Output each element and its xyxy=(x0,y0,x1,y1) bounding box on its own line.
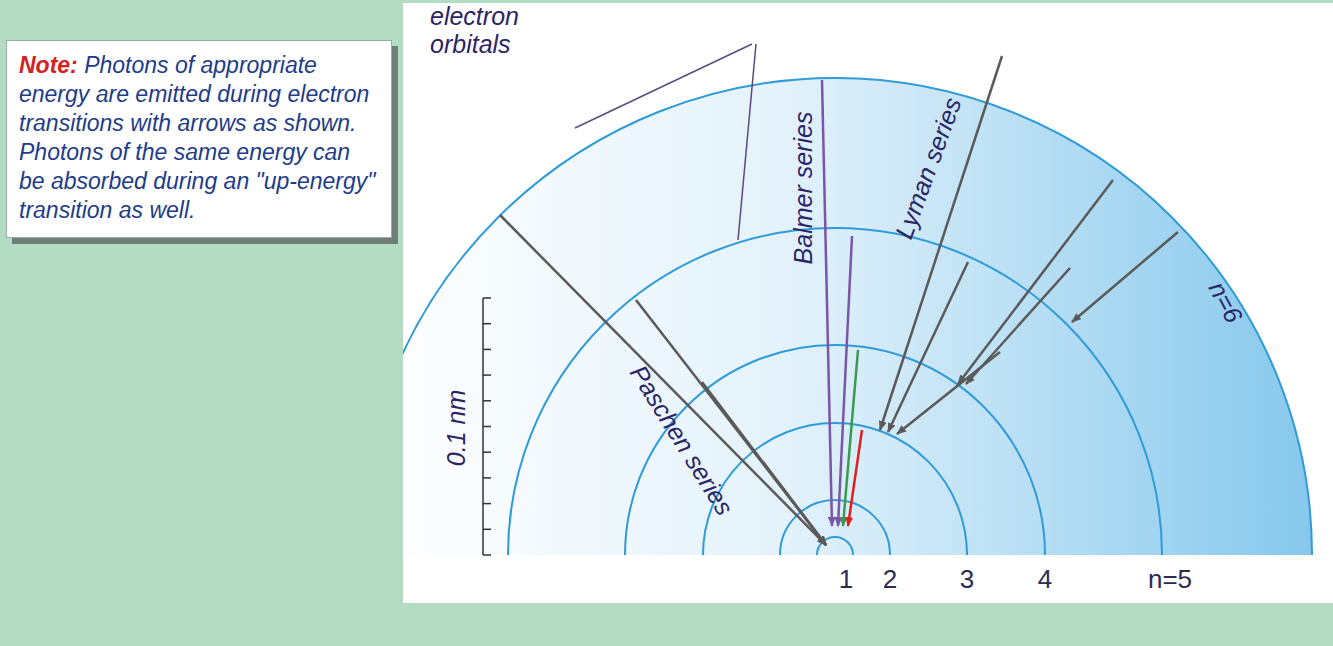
note-text: Note: Photons of appropriate energy are … xyxy=(19,51,379,225)
orbit-number: 4 xyxy=(1038,565,1052,593)
note-box: Note: Photons of appropriate energy are … xyxy=(6,40,392,238)
scale-bar xyxy=(483,298,491,555)
orbit-number: 2 xyxy=(883,565,897,593)
series-label: Balmer series xyxy=(789,112,817,265)
orbit-number: n=5 xyxy=(1148,565,1192,593)
orbit-number: 1 xyxy=(839,565,853,593)
note-heading: Note: xyxy=(19,52,78,78)
orbit-number: 3 xyxy=(960,565,974,593)
orbital-label: electron orbitals xyxy=(430,2,580,58)
scale-label: 0.1 nm xyxy=(442,390,470,466)
orbit-arcs xyxy=(403,78,1312,555)
lyman-arrows xyxy=(880,56,1178,434)
balmer-arrows xyxy=(822,80,862,526)
orbital-fill xyxy=(403,78,1312,555)
paschen-arrows xyxy=(500,215,826,545)
leader-lines xyxy=(575,44,756,240)
